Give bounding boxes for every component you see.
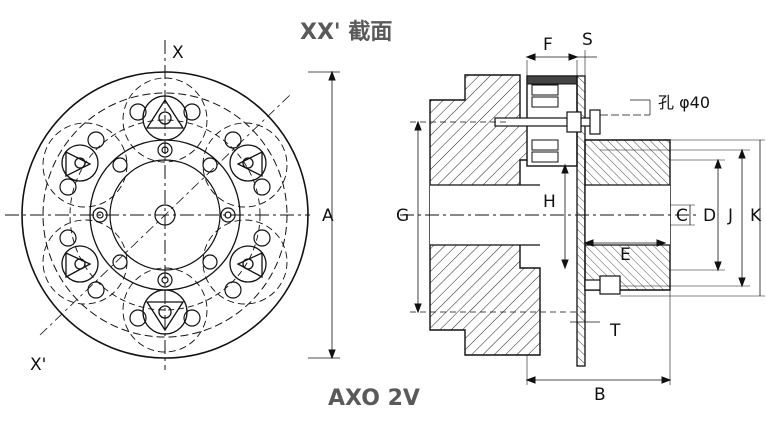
dim-c-label: C bbox=[676, 206, 688, 226]
model-name: AXO 2V bbox=[328, 386, 420, 411]
dim-t-label: T bbox=[609, 321, 621, 341]
front-view bbox=[5, 40, 340, 370]
section-line-xx bbox=[39, 94, 291, 336]
dim-k-label: K bbox=[750, 206, 762, 226]
bolt-pitch-circle bbox=[69, 119, 261, 311]
inner-hub-circle bbox=[109, 159, 221, 271]
coupling-plate bbox=[576, 75, 586, 367]
dim-j-label: J bbox=[727, 206, 733, 226]
center-bore bbox=[154, 204, 176, 226]
outer-flange-circle bbox=[21, 71, 309, 359]
axis-x-bottom-label: X' bbox=[30, 355, 46, 375]
dim-e-label: E bbox=[620, 245, 631, 265]
section-title: XX' 截面 bbox=[300, 20, 393, 45]
dim-d-label: D bbox=[703, 206, 716, 226]
hole-note: 孔 φ40 bbox=[658, 93, 710, 112]
side-view bbox=[400, 50, 765, 385]
bolt-group bbox=[59, 103, 271, 327]
dim-h-label: H bbox=[543, 192, 556, 212]
dim-a-label: A bbox=[322, 206, 334, 226]
dim-s-label: S bbox=[582, 30, 593, 50]
dim-g-label: G bbox=[396, 206, 409, 226]
dim-b-label: B bbox=[594, 385, 606, 405]
outer-pitch-circle bbox=[42, 92, 288, 338]
axis-x-top-label: X bbox=[172, 43, 184, 63]
dim-f-label: F bbox=[543, 35, 553, 55]
